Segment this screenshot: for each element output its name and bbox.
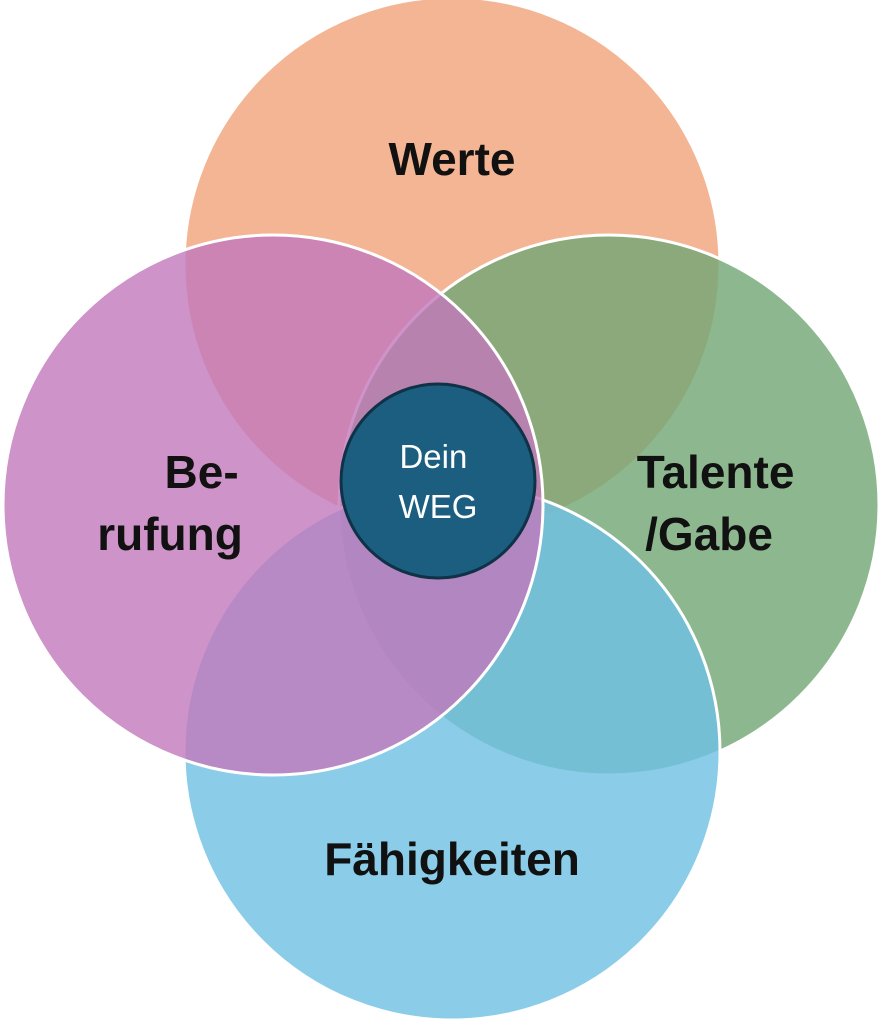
center-label-line2: WEG xyxy=(399,488,478,525)
label-werte: Werte xyxy=(389,133,516,185)
label-talente-line2: /Gabe xyxy=(645,508,773,560)
label-talente-line1: Talente xyxy=(637,446,795,498)
label-berufung-line1: Be- xyxy=(165,446,239,498)
label-berufung-line2: rufung xyxy=(97,508,243,560)
label-talente: Talente /Gabe xyxy=(637,446,807,560)
label-berufung: Be- rufung xyxy=(97,446,251,560)
circle-berufung xyxy=(1,233,545,777)
center-label-line1: Dein xyxy=(399,438,467,475)
center-label: Dein WEG xyxy=(399,438,478,525)
label-faehigkeiten: Fähigkeiten xyxy=(324,833,580,885)
center-circle-dein-weg xyxy=(339,382,537,580)
